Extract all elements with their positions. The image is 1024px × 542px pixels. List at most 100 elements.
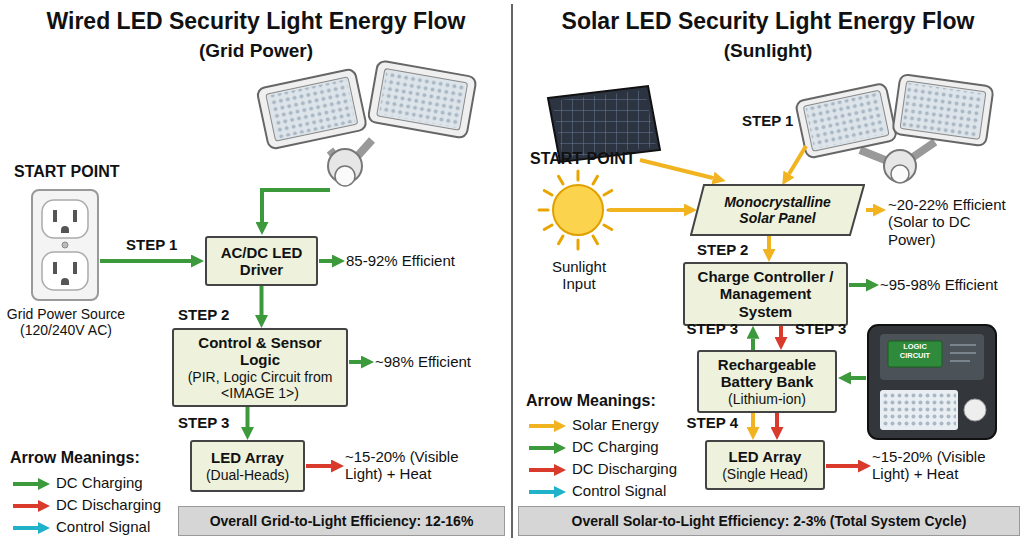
process-box: Rechargeable Battery Bank(Lithium-ion) <box>697 350 837 413</box>
legend-arrow <box>38 478 50 490</box>
legend-arrow <box>13 526 40 530</box>
node-body: (PIR, Logic Circuit from <IMAGE 1>) <box>180 369 340 401</box>
flow-arrow <box>349 360 361 364</box>
solar-wall-light-illustration <box>964 399 986 421</box>
wall-outlet <box>61 226 69 233</box>
efficiency-note: ~98% Efficient <box>375 353 505 370</box>
wall-outlet <box>32 190 98 300</box>
panel-subtitle: (Grid Power) <box>0 40 512 62</box>
floodlight-illustration <box>256 60 476 186</box>
solar-wall-light-illustration <box>882 392 956 428</box>
efficiency-note: ~15-20% (Visible Light) + Heat <box>872 448 1020 483</box>
legend-arrow <box>554 420 566 432</box>
floodlight-illustration <box>902 83 983 137</box>
process-box: Control & Sensor Logic(PIR, Logic Circui… <box>172 328 348 407</box>
legend-arrow <box>529 490 556 494</box>
sun-ray <box>559 236 564 244</box>
node-body: (Single Head) <box>722 466 808 482</box>
wall-outlet <box>73 210 77 222</box>
parallelogram-outline <box>691 185 864 235</box>
sun-ray <box>539 209 548 212</box>
wall-outlet <box>61 278 69 285</box>
sun-ray <box>604 225 612 230</box>
step-label: STEP 2 <box>697 241 777 258</box>
node-body: (Dual-Heads) <box>206 467 289 483</box>
floodlight-illustration <box>377 68 468 130</box>
flow-connector <box>779 326 783 337</box>
flow-connector <box>751 413 755 427</box>
wall-outlet <box>53 262 57 274</box>
floodlight-illustration <box>256 68 367 149</box>
process-box: AC/DC LED Driver <box>205 236 318 286</box>
efficiency-note: ~95-98% Efficient <box>880 276 1020 293</box>
step-label: STEP 4 <box>678 414 738 431</box>
summary-band: Overall Grid-to-Light Efficiency: 12-16% <box>178 506 505 536</box>
step-label: STEP 3 <box>795 320 855 337</box>
sun-icon <box>539 171 617 249</box>
flow-arrow <box>640 160 713 178</box>
legend-text: Control Signal <box>572 483 666 500</box>
legend-arrow <box>12 521 52 535</box>
floodlight-illustration <box>891 165 909 183</box>
legend-arrow <box>528 441 568 455</box>
floodlight-illustration <box>379 71 465 128</box>
sun-ray <box>544 225 552 230</box>
legend-arrow <box>529 468 556 472</box>
flow-arrow <box>609 208 684 212</box>
legend-heading: Arrow Meanings: <box>526 392 686 410</box>
floodlight-illustration <box>892 74 993 146</box>
floodlight-illustration <box>795 74 994 183</box>
flow-arrow <box>100 259 191 263</box>
floodlight-illustration <box>795 83 897 159</box>
floodlight-illustration <box>806 93 887 149</box>
legend-arrow <box>554 464 566 476</box>
panel-divider <box>511 4 513 538</box>
flow-connector <box>767 236 771 249</box>
step-label: STEP 2 <box>178 306 258 323</box>
sun-ray <box>593 236 598 244</box>
source-caption: Sunlight Input <box>536 258 622 293</box>
board-label: LOGIC CIRCUIT <box>889 343 941 360</box>
legend-arrow <box>528 419 568 433</box>
start-label: START POINT <box>530 150 670 168</box>
wall-outlet <box>42 252 88 290</box>
floodlight-illustration <box>268 79 355 139</box>
node-heading: Rechargeable Battery Bank <box>705 356 829 391</box>
floodlight-illustration <box>256 68 367 149</box>
efficiency-note: ~20-22% Efficient (Solar to DC Power) <box>888 196 1020 248</box>
legend-arrow <box>528 485 568 499</box>
solar-wall-light-illustration <box>880 390 958 430</box>
flow-arrow <box>100 190 361 466</box>
node-heading: Charge Controller / Management System <box>691 268 840 320</box>
step-label: STEP 3 <box>178 414 258 431</box>
legend-text: DC Discharging <box>572 461 677 478</box>
node-body: (Lithium-ion) <box>728 391 806 407</box>
floodlight-illustration <box>335 166 355 186</box>
step-label: STEP 3 <box>678 320 738 337</box>
legend-text: Solar Energy <box>572 417 659 434</box>
sun-ray <box>559 176 564 184</box>
flow-arrow <box>851 376 866 380</box>
legend-text: Control Signal <box>56 519 150 536</box>
solar-wall-light-illustration <box>950 345 976 361</box>
flow-arrow <box>306 464 331 468</box>
node-heading: Monocrystalline Solar Panel <box>710 194 845 226</box>
legend-arrow <box>12 477 52 491</box>
sun-ray <box>577 171 580 180</box>
efficiency-note: 85-92% Efficient <box>346 252 496 269</box>
summary-band: Overall Solar-to-Light Efficiency: 2-3% … <box>518 506 1020 536</box>
node-heading: LED Array <box>211 449 284 466</box>
wall-outlet <box>42 200 88 238</box>
sun-icon <box>539 171 617 249</box>
flow-connector <box>260 286 264 315</box>
flow-arrow <box>866 208 873 212</box>
panel-subtitle: (Sunlight) <box>512 40 1024 62</box>
legend-arrow <box>554 442 566 454</box>
sun-ray <box>544 191 552 196</box>
legend-arrow <box>38 500 50 512</box>
floodlight-illustration <box>900 81 986 140</box>
wall-outlet <box>73 262 77 274</box>
node-heading: Overall Grid-to-Light Efficiency: 12-16% <box>210 513 474 529</box>
